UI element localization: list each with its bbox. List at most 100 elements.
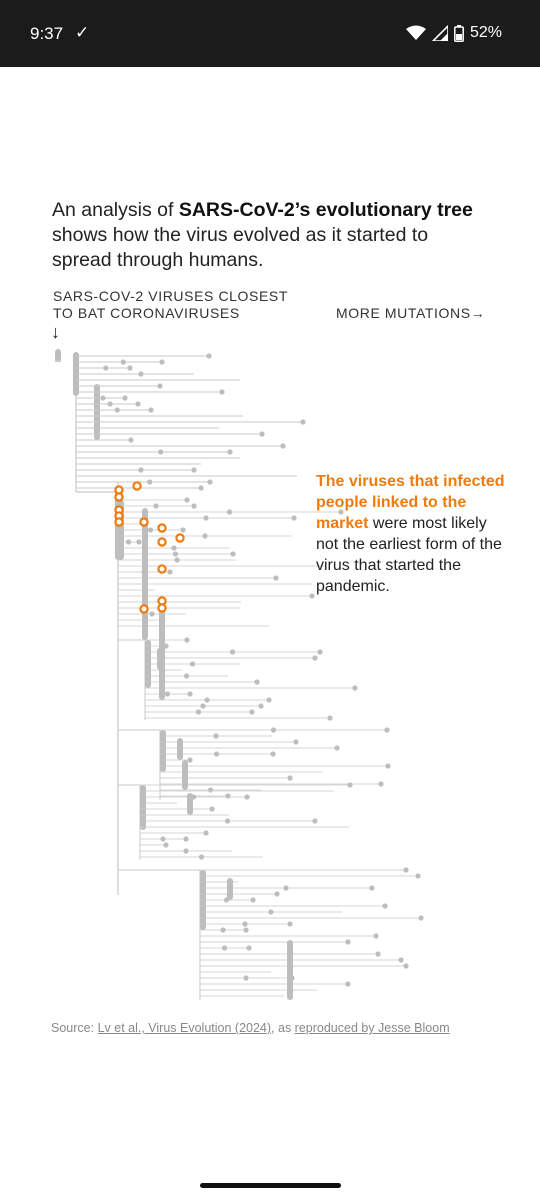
tree-node: [280, 443, 286, 449]
tree-node: [187, 691, 193, 697]
tree-node: [219, 389, 225, 395]
tree-node: [172, 551, 179, 557]
tree-node: [244, 794, 250, 800]
tree-node: [189, 661, 196, 667]
source-line: Source: Lv et al., Virus Evolution (2024…: [51, 1021, 450, 1035]
tree-node: [128, 437, 134, 443]
tree-node: [246, 945, 252, 951]
battery-icon: [454, 24, 464, 42]
tree-node: [250, 897, 256, 903]
tree-node: [198, 854, 205, 860]
status-bar: 9:37 ✓ 52%: [0, 0, 540, 67]
tree-node: [157, 383, 163, 389]
tree-node: [227, 449, 233, 455]
tree-node: [338, 509, 344, 515]
tree-node: [160, 836, 166, 842]
tree-node: [207, 787, 214, 793]
tree-node: [230, 551, 236, 557]
intro-suffix: shows how the virus evolved as it starte…: [52, 224, 429, 271]
tree-node: [180, 527, 186, 533]
source-link-bloom[interactable]: reproduced by Jesse Bloom: [294, 1021, 450, 1035]
tree-node: [183, 848, 189, 854]
market-virus-marker: [157, 537, 167, 547]
tree-node: [243, 975, 249, 981]
tree-node: [352, 685, 358, 691]
tree-node-cluster: [182, 760, 188, 790]
tree-node: [291, 515, 297, 521]
battery-percent: 52%: [469, 24, 502, 41]
home-indicator[interactable]: [200, 1183, 341, 1188]
tree-node: [254, 679, 260, 685]
tree-node: [226, 509, 233, 515]
tree-node: [100, 395, 106, 401]
tree-node-cluster: [159, 600, 165, 700]
tree-node: [259, 431, 265, 437]
tree-node: [229, 649, 236, 655]
label-left-line1: SARS-COV-2 VIRUSES CLOSEST: [53, 288, 288, 304]
tree-node: [174, 557, 180, 563]
source-mid: , as: [271, 1021, 295, 1035]
wifi-icon: [405, 25, 426, 40]
tree-node: [266, 697, 272, 703]
tree-node: [183, 673, 190, 679]
market-virus-marker: [175, 533, 185, 543]
market-virus-marker: [157, 603, 167, 613]
tree-node: [147, 479, 153, 485]
tree-node-cluster: [287, 940, 293, 1000]
tree-node: [373, 933, 379, 939]
tree-node: [283, 885, 289, 891]
status-icons: 52%: [405, 24, 502, 42]
tree-node: [249, 709, 255, 715]
tree-node: [242, 921, 248, 927]
tree-node: [204, 697, 210, 703]
market-virus-marker: [139, 517, 149, 527]
tree-node: [403, 867, 409, 873]
tree-node: [147, 527, 154, 533]
tree-node: [159, 359, 165, 365]
tree-node: [187, 757, 193, 763]
down-arrow-icon: ↓: [51, 322, 60, 342]
tree-node: [270, 751, 276, 757]
tree-node: [125, 539, 132, 545]
tree-node: [312, 818, 318, 824]
tree-node-cluster: [177, 738, 183, 760]
tree-node: [120, 359, 126, 365]
intro-prefix: An analysis of: [52, 199, 179, 221]
tree-node: [171, 545, 177, 551]
status-time: 9:37: [30, 24, 64, 43]
tree-node-cluster: [55, 349, 61, 360]
tree-node: [258, 703, 264, 709]
tree-node: [206, 353, 212, 359]
tree-node: [384, 727, 390, 733]
tree-node: [127, 365, 133, 371]
check-icon: ✓: [75, 23, 90, 42]
tree-node: [300, 419, 306, 425]
market-virus-marker: [114, 492, 124, 502]
tree-node: [378, 781, 384, 787]
tree-node: [213, 751, 220, 757]
tree-node: [273, 575, 279, 581]
tree-node-cluster: [160, 730, 166, 772]
tree-node: [213, 733, 219, 739]
tree-node: [138, 371, 144, 377]
tree-node: [149, 611, 155, 617]
label-left-line2: TO BAT CORONAVIRUSES: [53, 305, 240, 321]
tree-node: [287, 921, 293, 927]
source-link-lv[interactable]: Lv et al., Virus Evolution (2024): [97, 1021, 272, 1035]
tree-node: [385, 763, 391, 769]
tree-node: [122, 395, 128, 401]
tree-node: [148, 407, 154, 413]
annotation-highlight: The viruses that infected people linked …: [316, 473, 505, 532]
signal-icon: [431, 25, 448, 41]
market-virus-marker: [139, 604, 149, 614]
tree-node: [103, 365, 109, 371]
market-annotation: The viruses that infected people linked …: [316, 471, 506, 597]
tree-node: [209, 806, 215, 812]
tree-node: [202, 533, 208, 539]
tree-node-cluster: [140, 785, 146, 830]
tree-node: [309, 593, 315, 599]
tree-node: [183, 836, 189, 842]
tree-node: [418, 915, 424, 921]
tree-node: [345, 939, 351, 945]
tree-node: [375, 951, 381, 957]
